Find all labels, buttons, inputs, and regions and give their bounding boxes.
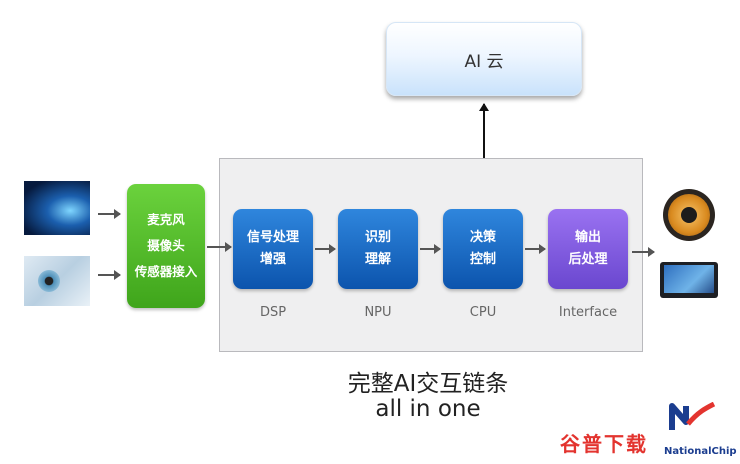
interface-line-1: 输出 [574,230,601,245]
display-screen-icon [660,262,718,298]
sensor-line-camera: 摄像头 [147,238,185,253]
interface-line-2: 后处理 [568,252,608,267]
interface-block: 输出 后处理 [548,209,628,289]
watermark-text: 谷普下载 [560,432,648,456]
caption-subtitle: all in one [375,396,481,422]
dsp-block: 信号处理 增强 [233,209,313,289]
ai-cloud-box: AI 云 [386,22,582,96]
caption-title: 完整AI交互链条 [347,371,509,397]
ai-cloud-label: AI 云 [464,51,504,72]
speaker-icon [660,186,718,244]
npu-line-1: 识别 [364,230,391,245]
cpu-block: 决策 控制 [443,209,523,289]
sensor-line-mic: 麦克风 [147,212,185,227]
sensor-line-sensor: 传感器接入 [134,264,198,279]
npu-block: 识别 理解 [338,209,418,289]
voice-input-image [24,181,90,235]
arrow-dsp-to-npu [315,244,336,254]
arrow-to-output [632,247,655,257]
cpu-line-1: 决策 [469,230,496,245]
arrow-vision-to-sensor [98,270,121,280]
arrow-npu-to-cpu [420,244,441,254]
dsp-label: DSP [259,305,287,320]
arrow-sensor-to-dsp [207,242,232,252]
logo-name: NationalChip [664,446,737,457]
npu-label: NPU [364,305,392,320]
sensor-input-block: 麦克风 摄像头 传感器接入 [127,184,205,308]
arrow-voice-to-sensor [98,209,121,219]
arrow-cpu-to-interface [525,244,546,254]
eye-icon [38,270,60,292]
npu-line-2: 理解 [364,252,391,267]
dsp-line-1: 信号处理 [246,230,299,245]
dsp-line-2: 增强 [259,252,286,267]
cpu-label: CPU [469,305,497,320]
cpu-line-2: 控制 [469,252,496,267]
nationalchip-logo-icon [669,402,716,430]
vision-input-image [24,256,90,306]
interface-label: Interface [558,305,618,320]
